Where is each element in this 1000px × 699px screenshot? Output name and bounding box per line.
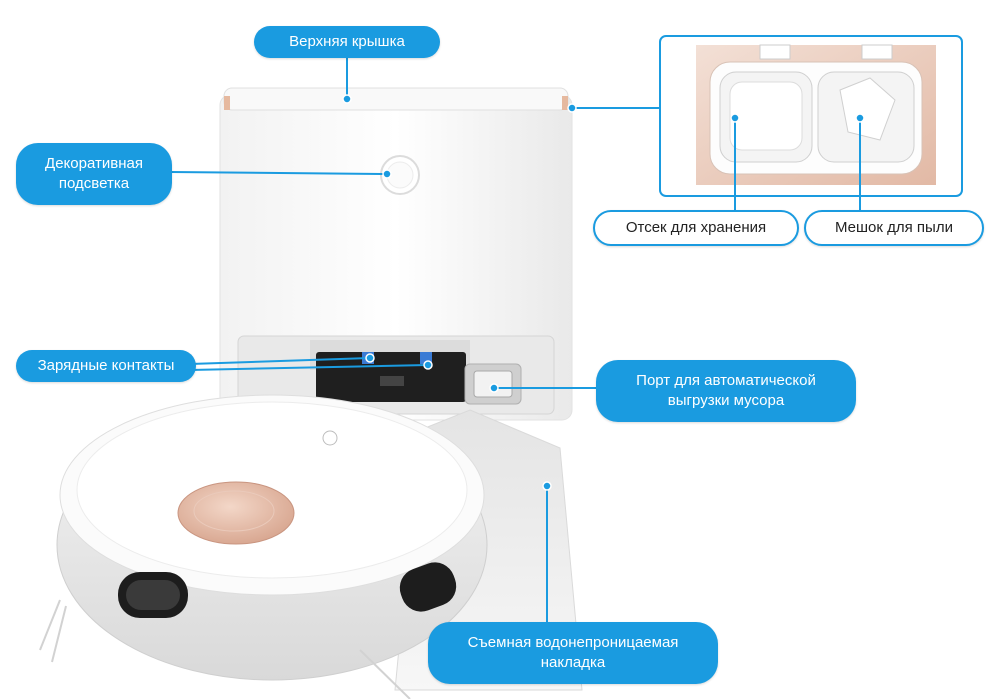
robot-vacuum [39,394,488,699]
callout-waterproof-mat: Съемная водонепроницаемая накладка [428,622,718,684]
robot-top-button [177,481,295,545]
callout-top-lid: Верхняя крышка [254,26,440,58]
decorative-light-label-line2: подсветка [58,175,130,192]
dock-top-lid [223,87,569,111]
callout-charging-contacts: Зарядные контакты [16,350,196,382]
dust-bag-label: Мешок для пыли [835,219,953,236]
callout-decorative-light: Декоративная подсветка [16,143,172,205]
leader-dots [342,94,865,491]
charging-contacts-label: Зарядные контакты [37,357,175,374]
decorative-light-label-line1: Декоративная [45,155,143,172]
auto-empty-port-label-line2: выгрузки мусора [667,392,785,409]
callout-dust-bag: Мешок для пыли [804,210,984,246]
robot-side-sensor [399,562,457,612]
storage-compartment-label: Отсек для хранения [625,219,767,236]
auto-empty-port-label-line1: Порт для автоматической [636,372,816,389]
inset-panel [659,35,963,197]
lid-rose-trim-left [224,96,230,110]
waterproof-mat-label-line1: Съемная водонепроницаемая [467,634,679,651]
lid-rose-trim-right [562,96,568,110]
leader-lines [169,56,861,630]
callout-auto-empty-port: Порт для автоматической выгрузки мусора [596,360,856,422]
top-lid-label: Верхняя крышка [289,33,405,50]
waterproof-mat-label-line2: накладка [540,654,606,671]
callout-storage-compartment: Отсек для хранения [593,210,799,246]
